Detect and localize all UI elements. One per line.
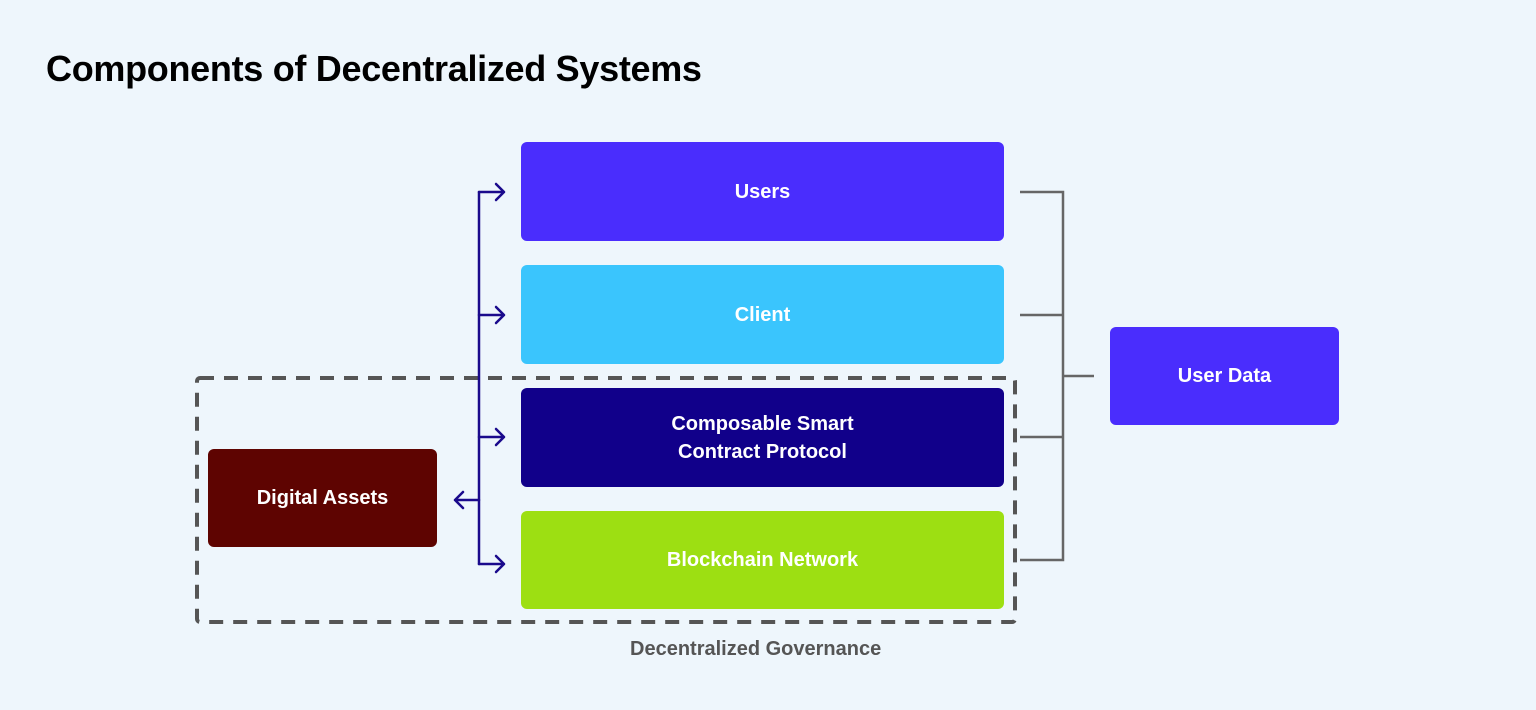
arrow-to-assets bbox=[453, 490, 481, 510]
user-data-label: User Data bbox=[1177, 365, 1272, 387]
governance-label: Decentralized Governance bbox=[630, 638, 882, 660]
arrow-to-client bbox=[477, 305, 506, 325]
users-label: Users bbox=[734, 180, 791, 203]
blockchain-label: Blockchain Network bbox=[666, 549, 859, 571]
arrow-to-users bbox=[477, 182, 506, 202]
user-data-node: User Data bbox=[1110, 327, 1339, 425]
digital-assets-node: Digital Assets bbox=[208, 449, 437, 547]
diagram-title: Components of Decentralized Systems bbox=[46, 48, 702, 89]
protocol-node: Composable Smart Contract Protocol bbox=[521, 388, 1004, 487]
governance-boundary bbox=[195, 376, 1017, 624]
user-data-bracket bbox=[1020, 190, 1094, 562]
client-node: Client bbox=[521, 265, 1004, 364]
arrow-to-blockchain bbox=[477, 554, 506, 574]
client-label: Client bbox=[734, 303, 791, 326]
protocol-label: Composable Smart Contract Protocol bbox=[671, 412, 854, 463]
arrow-connectors bbox=[453, 182, 506, 574]
arrow-to-protocol bbox=[477, 427, 506, 447]
digital-assets-label: Digital Assets bbox=[256, 487, 389, 509]
blockchain-node: Blockchain Network bbox=[521, 511, 1004, 609]
users-node: Users bbox=[521, 142, 1004, 241]
